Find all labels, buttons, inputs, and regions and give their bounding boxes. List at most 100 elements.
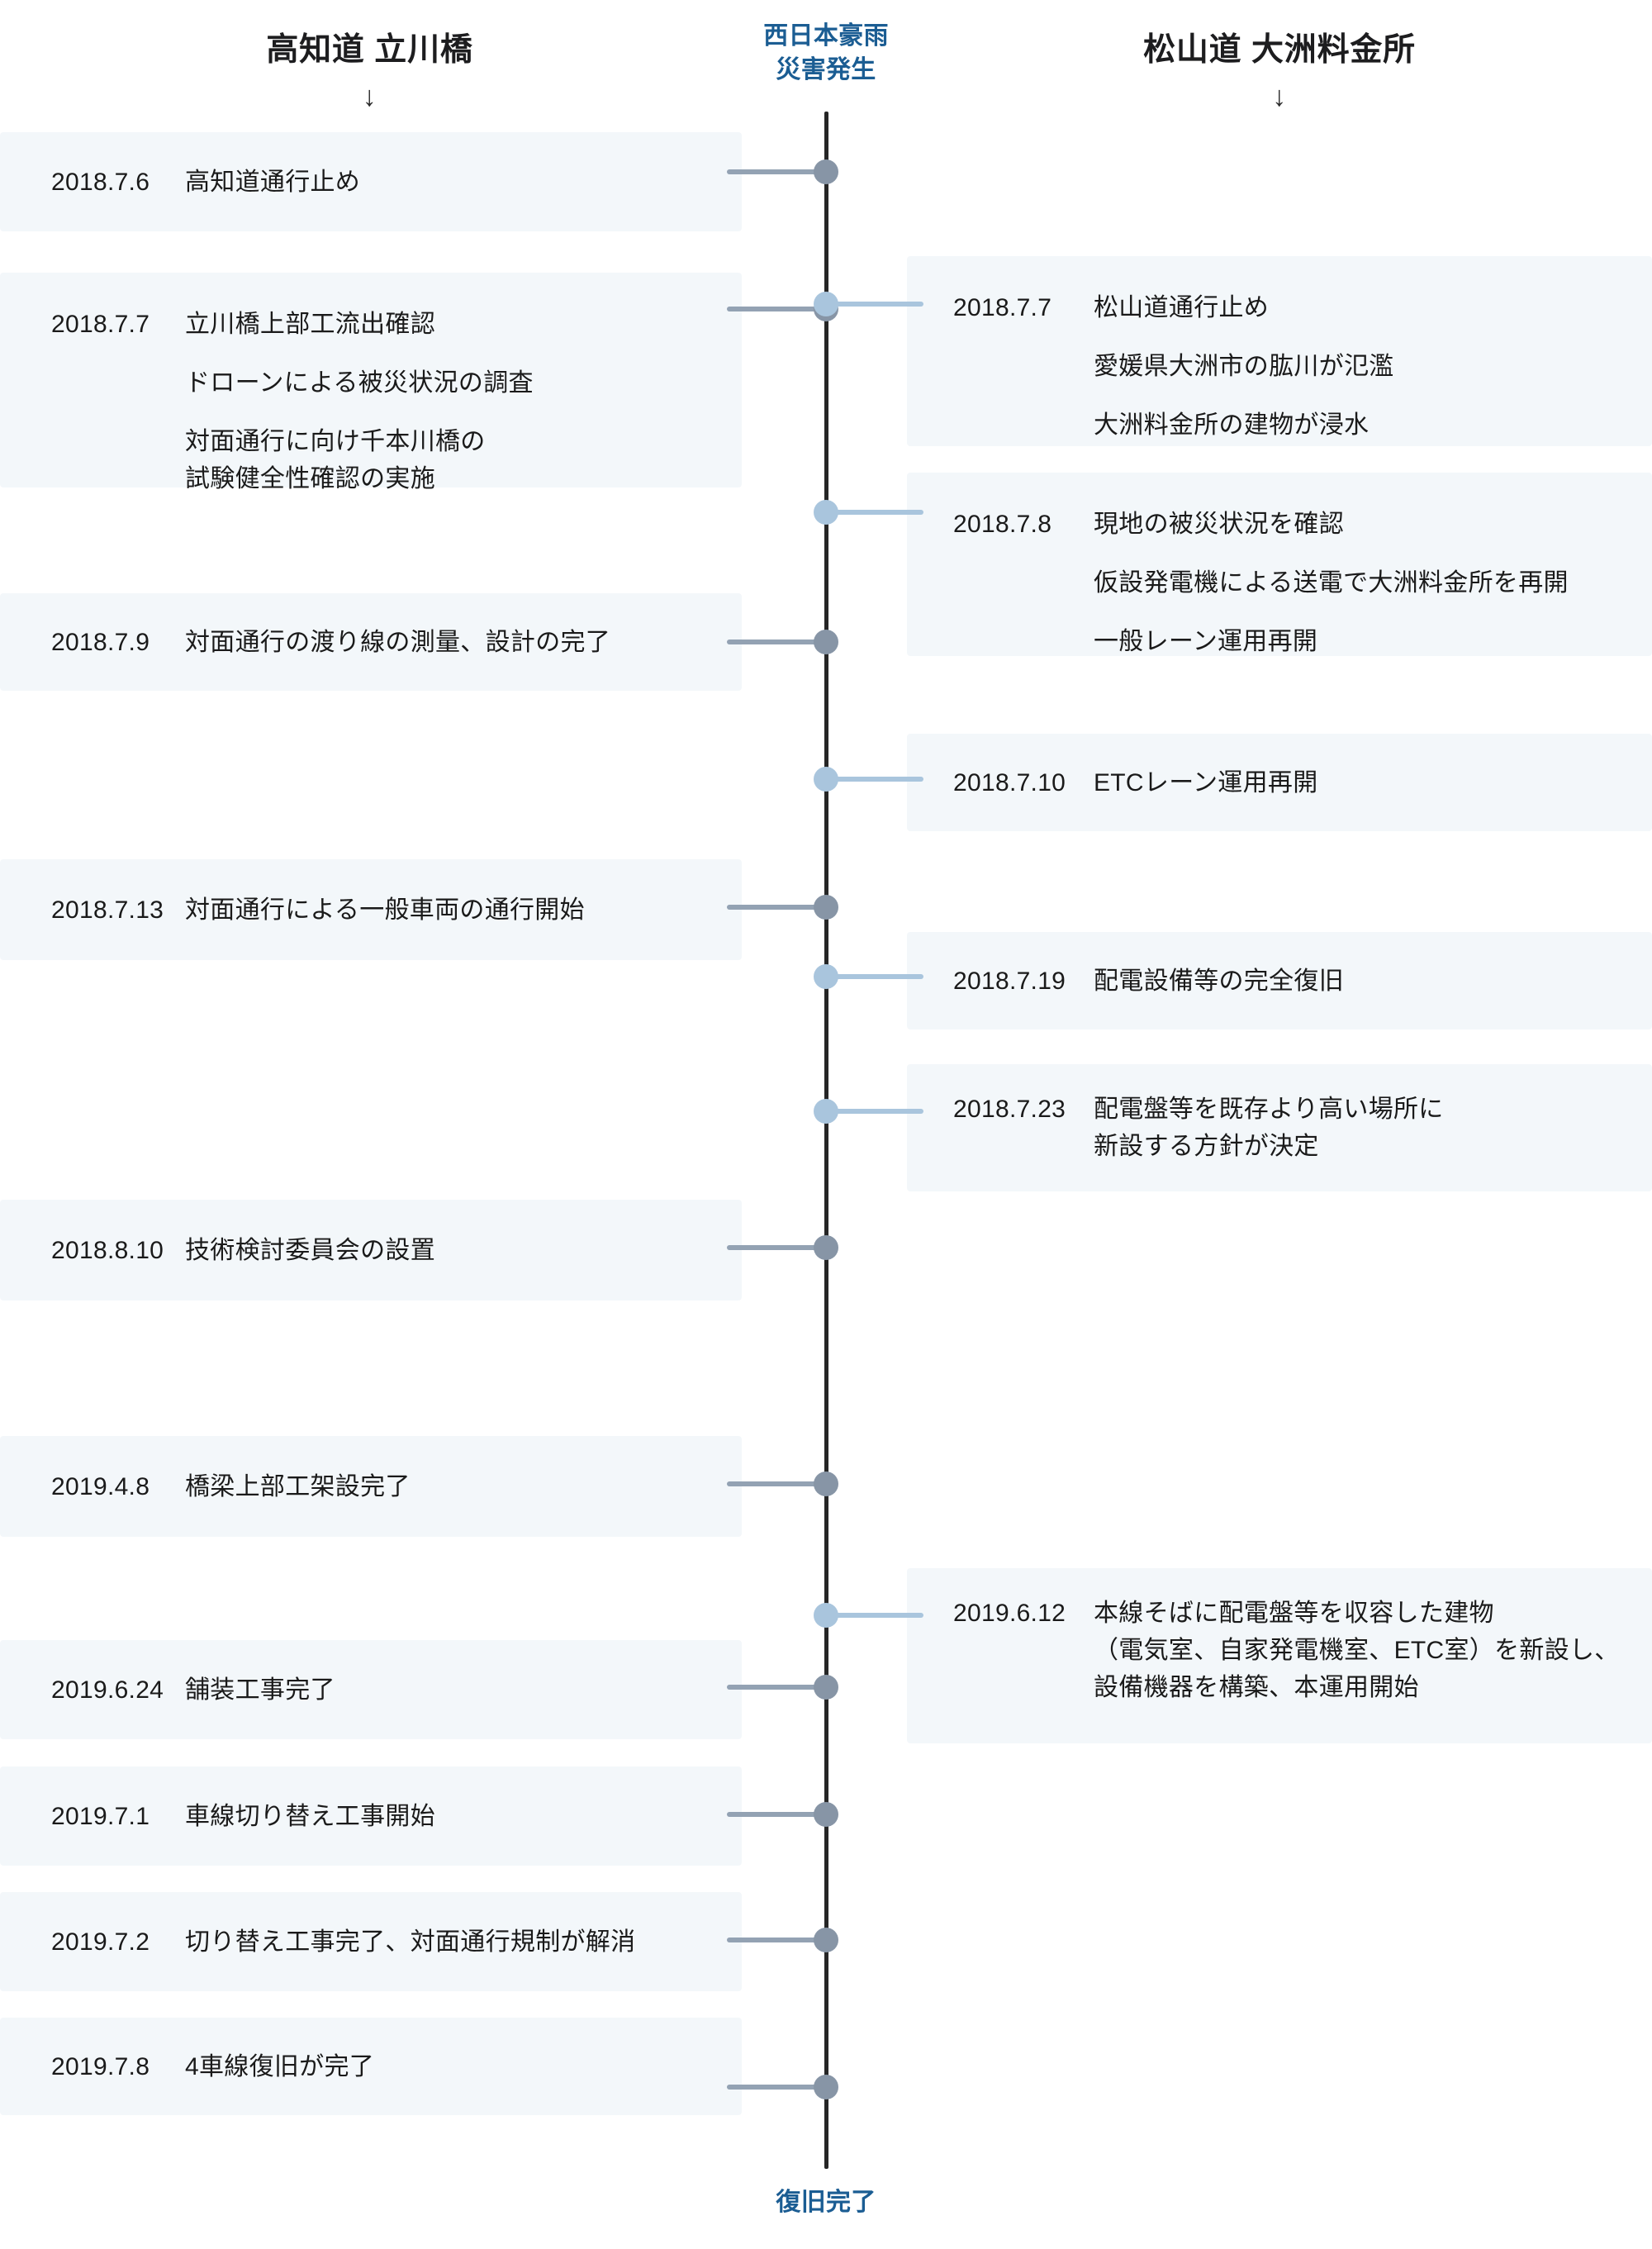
timeline-connector-right [826, 510, 923, 515]
timeline-card-left-6: 2019.6.24 舗装工事完了 [0, 1640, 742, 1739]
timeline-date: 2018.7.6 [51, 168, 150, 196]
timeline-date: 2019.6.24 [51, 1676, 164, 1704]
timeline-connector-left [727, 307, 826, 311]
timeline-text-line: 車線切り替え工事開始 [185, 1802, 435, 1830]
timeline-paragraph: 高知道通行止め [185, 164, 742, 201]
timeline-dot-right [814, 1603, 838, 1628]
timeline-date: 2018.7.23 [953, 1096, 1066, 1123]
timeline-dot-left [814, 159, 838, 184]
timeline-paragraph: 対面通行に向け千本川橋の試験健全性確認の実施 [185, 423, 742, 497]
disaster-event-title-line1: 西日本豪雨 [763, 22, 889, 50]
timeline-text-line: 技術検討委員会の設置 [185, 1236, 435, 1264]
down-arrow-icon-left: ↓ [362, 80, 377, 112]
timeline-text-line: ドローンによる被災状況の調査 [185, 369, 534, 397]
timeline-card-row: 2019.7.8 4車線復旧が完了 [51, 2018, 742, 2115]
timeline-body: 対面通行の渡り線の測量、設計の完了 [185, 624, 742, 661]
timeline-text-line: ETCレーン運用再開 [1094, 768, 1318, 796]
timeline-date: 2018.8.10 [51, 1236, 164, 1264]
timeline-connector-left [727, 1245, 826, 1250]
timeline-text-line: 切り替え工事完了、対面通行規制が解消 [185, 1928, 636, 1956]
timeline-body: 松山道通行止め愛媛県大洲市の肱川が氾濫大洲料金所の建物が浸水 [1094, 289, 1652, 444]
timeline-connector-left [727, 640, 826, 644]
timeline-paragraph: 仮設発電機による送電で大洲料金所を再開 [1094, 564, 1652, 601]
timeline-body: 対面通行による一般車両の通行開始 [185, 892, 742, 929]
timeline-text-line: 仮設発電機による送電で大洲料金所を再開 [1094, 569, 1569, 597]
timeline-card-right-1: 2018.7.8 現地の被災状況を確認仮設発電機による送電で大洲料金所を再開一般レ… [907, 473, 1652, 656]
timeline-date: 2018.7.10 [953, 768, 1066, 796]
timeline-card-row: 2018.7.7 松山道通行止め愛媛県大洲市の肱川が氾濫大洲料金所の建物が浸水 [953, 256, 1652, 444]
timeline-text-line: 新設する方針が決定 [1094, 1133, 1319, 1160]
timeline-connector-left [727, 169, 826, 174]
timeline-paragraph: 技術検討委員会の設置 [185, 1232, 742, 1269]
timeline-body: 技術検討委員会の設置 [185, 1232, 742, 1269]
timeline-paragraph: 配電設備等の完全復旧 [1094, 963, 1652, 1000]
timeline-paragraph: 立川橋上部工流出確認 [185, 306, 742, 343]
timeline-text-line: 配電設備等の完全復旧 [1094, 967, 1344, 995]
timeline-dot-left [814, 1472, 838, 1496]
timeline-paragraph: 大洲料金所の建物が浸水 [1094, 407, 1652, 444]
timeline-card-row: 2018.7.10 ETCレーン運用再開 [953, 734, 1652, 831]
timeline-text-line: 高知道通行止め [185, 168, 361, 196]
timeline-paragraph: 舗装工事完了 [185, 1671, 742, 1709]
column-header-right-label: 松山道 大洲料金所 [1143, 32, 1416, 68]
timeline-dot-left [814, 1235, 838, 1260]
timeline-text-line: 立川橋上部工流出確認 [185, 311, 435, 338]
column-header-left-label: 高知道 立川橋 [266, 32, 473, 68]
timeline-date: 2018.7.8 [953, 511, 1052, 538]
timeline-body: 橋梁上部工架設完了 [185, 1468, 742, 1505]
timeline-text-line: 橋梁上部工架設完了 [185, 1472, 411, 1500]
timeline-card-right-2: 2018.7.10 ETCレーン運用再開 [907, 734, 1652, 831]
timeline-dot-right [814, 292, 838, 316]
timeline-card-left-4: 2018.8.10 技術検討委員会の設置 [0, 1200, 742, 1300]
timeline-connector-right [826, 302, 923, 307]
timeline-date: 2019.7.2 [51, 1928, 150, 1956]
timeline-body: 4車線復旧が完了 [185, 2048, 742, 2085]
timeline-connector-right [826, 777, 923, 782]
recovery-complete-label: 復旧完了 [776, 2189, 876, 2216]
timeline-date: 2019.7.8 [51, 2052, 150, 2080]
down-arrow-icon-right: ↓ [1272, 80, 1287, 112]
timeline-date: 2018.7.9 [51, 628, 150, 656]
timeline-paragraph: 愛媛県大洲市の肱川が氾濫 [1094, 348, 1652, 385]
timeline-paragraph: 配電盤等を既存より高い場所に新設する方針が決定 [1094, 1091, 1652, 1165]
timeline-paragraph: 一般レーン運用再開 [1094, 623, 1652, 660]
timeline-text-line: 大洲料金所の建物が浸水 [1094, 411, 1370, 439]
timeline-dot-left [814, 895, 838, 920]
timeline-text-line: （電気室、自家発電機室、ETC室）を新設し、 [1094, 1637, 1620, 1664]
timeline-text-line: 4車線復旧が完了 [185, 2052, 375, 2080]
disaster-event-title: 西日本豪雨 災害発生 [686, 20, 966, 87]
timeline-dot-left [814, 1802, 838, 1827]
timeline-connector-right [826, 1613, 923, 1618]
timeline-text-line: 現地の被災状況を確認 [1094, 511, 1344, 538]
timeline-card-left-1: 2018.7.7 立川橋上部工流出確認ドローンによる被災状況の調査対面通行に向け千… [0, 273, 742, 492]
timeline-paragraph: 橋梁上部工架設完了 [185, 1468, 742, 1505]
timeline-connector-left [727, 1481, 826, 1486]
timeline-connector-left [727, 905, 826, 910]
timeline-connector-left [727, 1812, 826, 1817]
timeline-date: 2018.7.7 [51, 311, 150, 338]
timeline-text-line: 一般レーン運用再開 [1094, 628, 1318, 655]
timeline-card-left-8: 2019.7.2 切り替え工事完了、対面通行規制が解消 [0, 1892, 742, 1991]
timeline-text-line: 愛媛県大洲市の肱川が氾濫 [1094, 353, 1394, 380]
timeline-dot-left [814, 1928, 838, 1952]
timeline-connector-right [826, 1109, 923, 1114]
timeline-text-line: 対面通行に向け千本川橋の [185, 428, 486, 455]
timeline-paragraph: 現地の被災状況を確認 [1094, 506, 1652, 543]
timeline-paragraph: 車線切り替え工事開始 [185, 1798, 742, 1835]
timeline-text-line: 設備機器を構築、本運用開始 [1094, 1674, 1419, 1701]
timeline-paragraph: ETCレーン運用再開 [1094, 764, 1652, 801]
timeline-date: 2018.7.7 [953, 294, 1052, 321]
timeline-dot-right [814, 1099, 838, 1124]
timeline-paragraph: ドローンによる被災状況の調査 [185, 364, 742, 402]
timeline-connector-left [727, 1685, 826, 1690]
